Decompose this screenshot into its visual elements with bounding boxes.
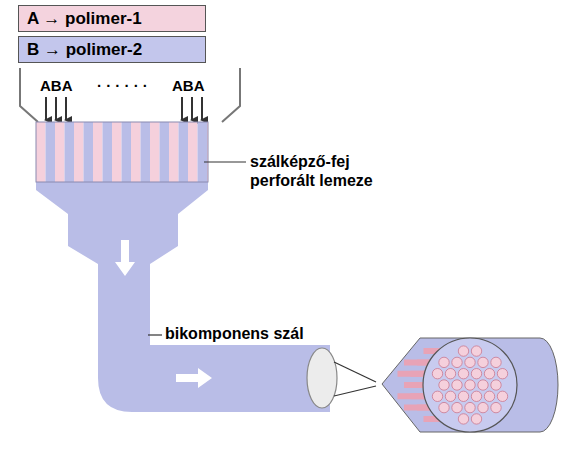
plate-stripe [198, 122, 208, 182]
plate-stripe [150, 122, 160, 182]
legend-text: A → polimer-1 [27, 9, 142, 28]
legend-swatch: A → polimer-1 [18, 5, 206, 32]
fiber-dot [439, 357, 449, 367]
ellipsis: · · · · · · [97, 77, 148, 95]
fiber-dot [445, 391, 455, 401]
plate-stripe [36, 122, 46, 182]
component-sequence: ABA [40, 77, 73, 95]
fiber-dot [484, 368, 494, 378]
part-label: szálképző-fej perforált lemeze [250, 152, 405, 190]
fiber-dot [497, 368, 507, 378]
zoom-line [334, 386, 376, 396]
flow-arrow [176, 368, 212, 388]
fiber-dot [465, 402, 475, 412]
plate-stripe [188, 122, 198, 182]
fiber-dot [491, 380, 501, 390]
component-sequence: ABA [172, 77, 205, 95]
hopper-wall [20, 68, 38, 122]
plate-stripe [46, 122, 56, 182]
leader-line [204, 161, 246, 162]
fiber-dot [458, 346, 468, 356]
fiber-dot [465, 357, 475, 367]
flow-arrow [115, 240, 135, 276]
plate-outline [36, 122, 208, 182]
hopper-wall [222, 68, 240, 122]
fiber-dot [471, 414, 481, 424]
cross-section-body [382, 338, 558, 432]
plate-stripe [84, 122, 94, 182]
fiber-dot [491, 402, 501, 412]
fiber-dot [478, 357, 488, 367]
plate-stripe [169, 122, 179, 182]
leader-line [148, 334, 162, 335]
perforated-plate [36, 122, 208, 182]
plate-stripe [160, 122, 170, 182]
legend-swatch: B → polimer-2 [18, 36, 206, 63]
plate-stripe [103, 122, 113, 182]
fiber-dot [432, 391, 442, 401]
fiber-dot [439, 402, 449, 412]
fiber-dot [497, 391, 507, 401]
fiber-dot [471, 391, 481, 401]
part-label: bikomponens szál [165, 324, 304, 343]
plate-stripe [93, 122, 103, 182]
fiber-dot [478, 402, 488, 412]
zoom-line [334, 362, 376, 382]
fiber-dot [439, 380, 449, 390]
fiber-dot [452, 402, 462, 412]
fiber-dot [465, 380, 475, 390]
feed-arrows [46, 97, 202, 120]
plate-stripe [74, 122, 84, 182]
cross-section-face [423, 338, 517, 432]
fiber-body [36, 182, 330, 412]
fiber-end [307, 348, 337, 408]
fiber-dot [458, 368, 468, 378]
fiber-dot [458, 414, 468, 424]
plate-stripe [112, 122, 122, 182]
fiber-dot [452, 380, 462, 390]
fiber-dot [458, 391, 468, 401]
plate-stripe [141, 122, 151, 182]
fiber-dot [484, 391, 494, 401]
fiber-dots [432, 346, 507, 424]
plate-stripe [55, 122, 65, 182]
fiber-dot [491, 357, 501, 367]
plate-stripe [65, 122, 75, 182]
fiber-dot [478, 380, 488, 390]
fiber-dot [452, 357, 462, 367]
plate-stripe [131, 122, 141, 182]
plate-stripe [122, 122, 132, 182]
fiber-dot [432, 368, 442, 378]
fiber-dot [445, 368, 455, 378]
fiber-dot [471, 368, 481, 378]
fiber-dot [471, 346, 481, 356]
legend-text: B → polimer-2 [27, 40, 142, 59]
plate-stripe [179, 122, 189, 182]
